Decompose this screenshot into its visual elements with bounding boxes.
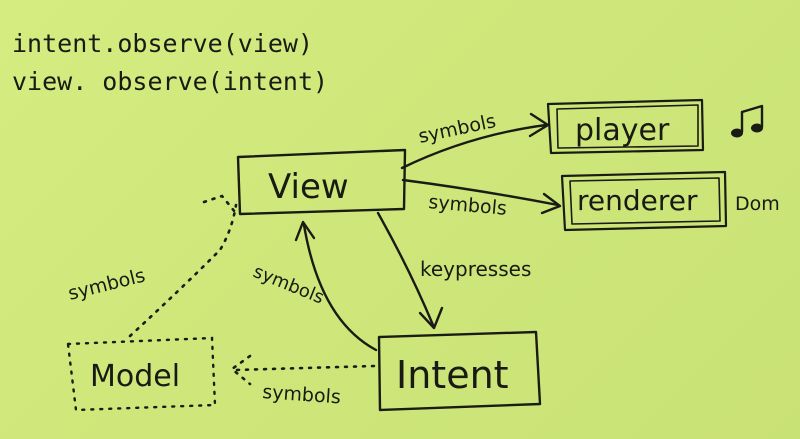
edge-model-view: symbols [66,194,238,338]
intent-node: Intent [377,330,542,412]
player-node: player [546,98,705,155]
edge-label-model-view: symbols [66,265,148,305]
player-box [546,98,705,155]
renderer-side-note: Dom [735,193,780,215]
edge-view-player: symbols [400,110,550,170]
intent-label: Intent [396,353,509,397]
edge-view-renderer: symbols [401,178,562,220]
music-note-icon [731,104,764,138]
renderer-label: renderer [577,184,698,217]
code-line-2: view. observe(intent) [12,67,328,96]
model-label: Model [90,359,180,394]
view-label: View [268,167,349,207]
model-node: Model [66,336,217,412]
edge-label-view-player: symbols [416,110,497,148]
renderer-node: renderer [560,170,728,232]
edge-intent-model: symbols [229,354,376,408]
edge-label-view-renderer: symbols [428,191,508,220]
code-line-1: intent.observe(view) [12,29,313,58]
intent-box [377,330,542,412]
renderer-box-inner [569,177,721,225]
edge-label-intent-model: symbols [262,381,342,408]
renderer-box [560,170,728,232]
player-box-inner [556,104,699,149]
player-label: player [575,113,670,148]
edge-intent-view: symbols [250,220,378,352]
view-node: View [236,148,407,216]
view-box [236,148,407,216]
edge-view-intent: keypresses [376,211,531,330]
edge-label-view-intent: keypresses [420,257,531,281]
